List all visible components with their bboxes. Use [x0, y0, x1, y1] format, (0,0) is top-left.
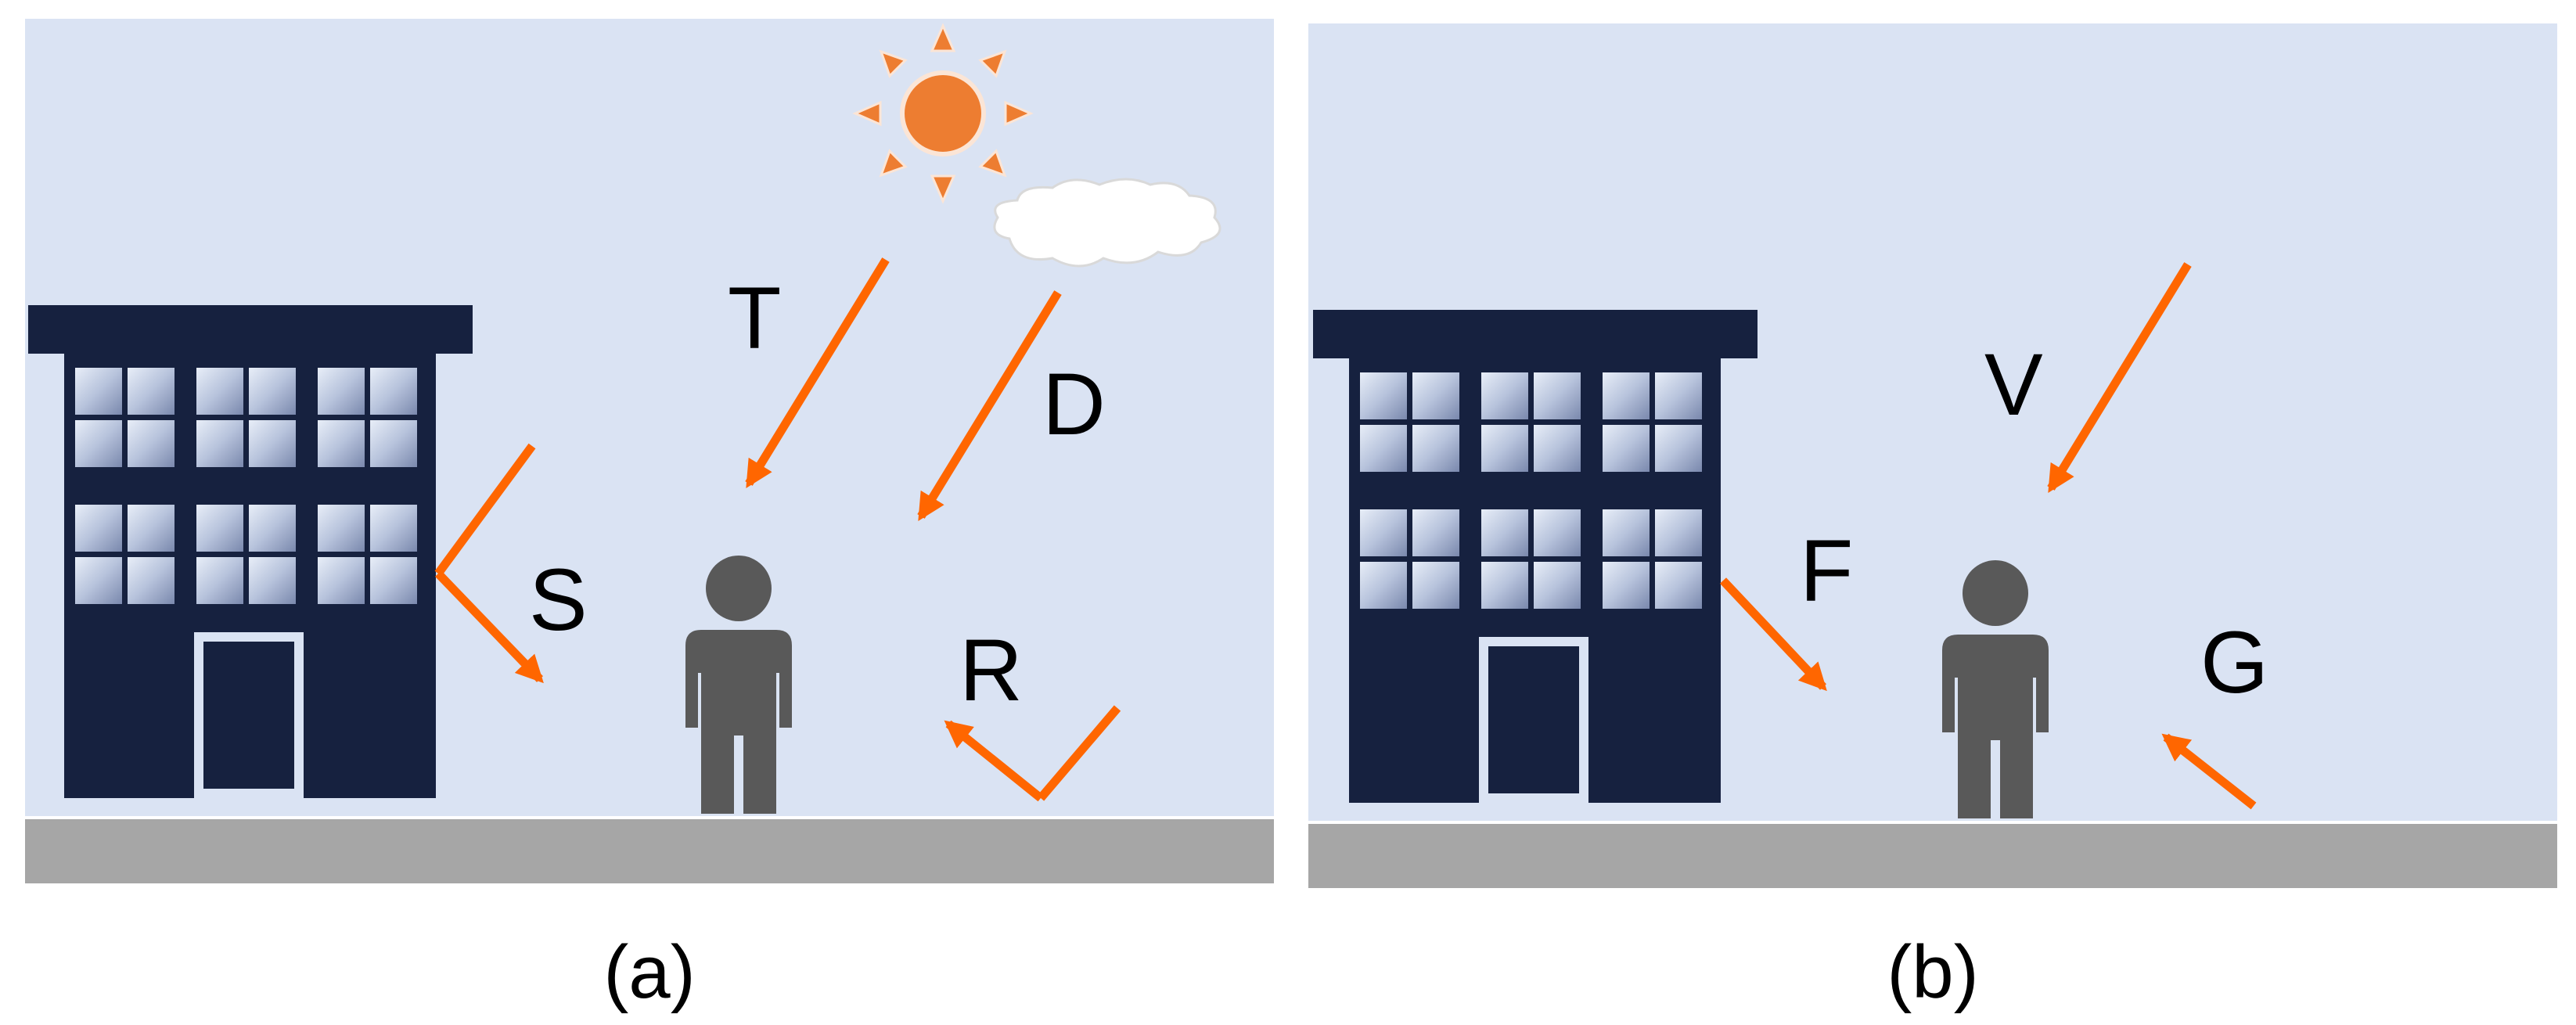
panel-a: T D S R (a) [25, 19, 1274, 1014]
label-S: S [529, 551, 588, 649]
arrow-S-reflected [435, 570, 544, 684]
sun-icon [852, 23, 1034, 204]
label-G: G [2200, 613, 2268, 711]
arrow-T [745, 257, 890, 489]
horizon-line-a [25, 816, 1274, 819]
arrow-R-reflected [944, 720, 1044, 802]
arrow-S-incoming [434, 443, 536, 577]
panel-b: V F G (b) [1308, 23, 2557, 1014]
ground-a [25, 819, 1274, 883]
label-F: F [1800, 522, 1853, 620]
arrow-G [2161, 733, 2257, 810]
horizon-line-b [1308, 821, 2557, 824]
label-V: V [1984, 336, 2043, 433]
label-T: T [728, 269, 781, 367]
building-icon [28, 305, 473, 798]
arrow-R-incoming [1037, 705, 1121, 801]
label-D: D [1042, 355, 1106, 453]
cloud-icon [993, 178, 1221, 268]
caption-b: (b) [1887, 930, 1978, 1014]
arrow-F [1719, 577, 1827, 692]
caption-a: (a) [603, 930, 695, 1014]
building-icon [1313, 310, 1758, 803]
arrow-V [2047, 262, 2192, 494]
ground-b [1308, 824, 2557, 888]
arrow-D [917, 290, 1062, 522]
label-R: R [959, 621, 1023, 719]
